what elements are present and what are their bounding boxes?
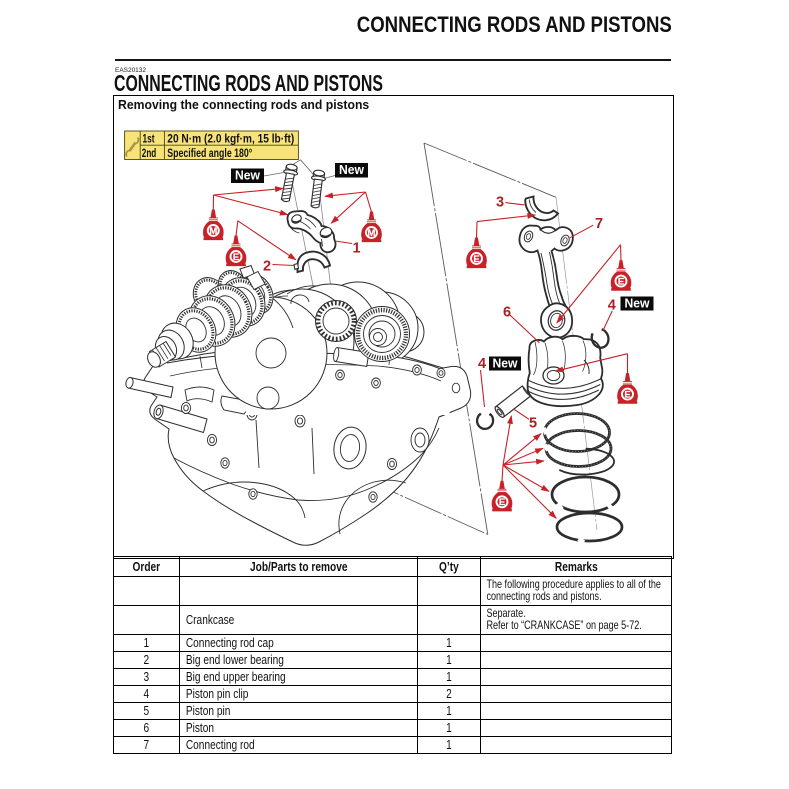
svg-text:New: New [235, 168, 261, 183]
svg-text:5: 5 [529, 416, 537, 432]
svg-text:New: New [493, 355, 519, 370]
svg-text:4: 4 [608, 298, 616, 314]
svg-text:4: 4 [478, 356, 486, 372]
svg-text:Specified angle 180°: Specified angle 180° [167, 146, 252, 160]
svg-text:New: New [339, 162, 365, 177]
svg-text:6: 6 [503, 305, 511, 321]
svg-text:1st: 1st [143, 132, 155, 146]
svg-text:1: 1 [352, 241, 360, 257]
svg-text:New: New [625, 295, 651, 310]
svg-text:3: 3 [496, 195, 504, 211]
svg-text:20 N·m (2.0 kgf·m, 15 lb·ft): 20 N·m (2.0 kgf·m, 15 lb·ft) [167, 132, 294, 146]
svg-text:2: 2 [263, 259, 271, 275]
svg-text:7: 7 [595, 216, 603, 232]
svg-text:2nd: 2nd [142, 146, 157, 160]
